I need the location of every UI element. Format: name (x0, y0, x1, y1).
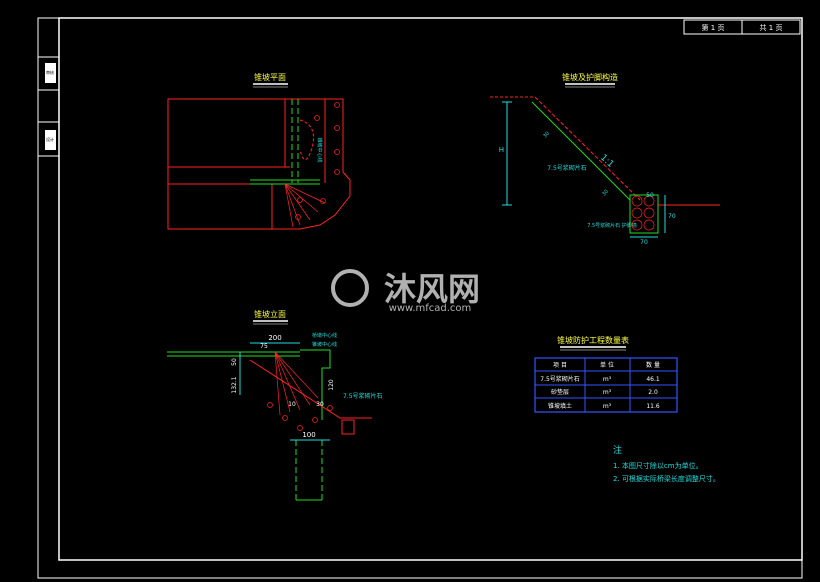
elevation-view-title: 锥坡立面 (254, 309, 286, 319)
elevation-dim-10: 10 (288, 401, 296, 408)
side-tag-2: 设计 (46, 136, 54, 142)
table-header: 项 目 (553, 362, 567, 369)
table-cell: 锥坡填土 (548, 402, 572, 410)
elevation-dim-120: 120 (328, 379, 335, 391)
plan-view: 锥坡平面 (167, 72, 351, 230)
inner-frame (58, 17, 803, 561)
table-cell: 7.5号浆砌片石 (540, 375, 580, 383)
notes-line-2: 2. 可根据实际桥梁长度调整尺寸。 (613, 474, 720, 483)
table-cell: 11.6 (646, 403, 660, 410)
watermark-brand: 沐风网 (384, 270, 480, 308)
section-dim-30-a: 30 (542, 131, 551, 140)
elevation-dim-50: 50 (231, 358, 238, 366)
plan-centerline-note: 锥坡中心线 (316, 137, 323, 162)
section-dim-30-b: 30 (601, 189, 610, 198)
plan-view-title: 锥坡平面 (254, 72, 286, 82)
elevation-callout-1: 桥墩中心线 (312, 332, 337, 339)
table-header: 数 量 (646, 361, 660, 369)
section-dim-50: 50 (646, 192, 654, 199)
elevation-dim-100: 100 (302, 431, 315, 439)
notes-line-1: 1. 本图尺寸除以cm为单位。 (613, 461, 703, 470)
side-tag-1: 审核 (46, 69, 54, 75)
section-view-title: 锥坡及护脚构造 (562, 72, 618, 82)
watermark-url: www.mfcad.com (389, 303, 472, 314)
elevation-dim-132: 132.1 (231, 376, 238, 393)
table-cell: 2.0 (648, 389, 658, 396)
sheet-number: 第 1 页 (702, 23, 725, 32)
elevation-callout-2: 锥坡中心线 (312, 341, 337, 348)
table-cell: 砂垫层 (551, 388, 569, 396)
elevation-dim-200: 200 (268, 334, 281, 342)
side-strip: 审核 设计 (38, 56, 59, 157)
elevation-dim-30: 30 (316, 401, 324, 408)
elevation-view: 锥坡立面 200 75 50 132.1 120 10 (167, 309, 383, 501)
section-view: 锥坡及护脚构造 H 1:1 7.5号浆砌片石 7.5号浆砌片石 护脚墙 50 7… (490, 72, 720, 246)
section-mortar-label: 7.5号浆砌片石 (547, 164, 587, 172)
quantity-table-title: 锥坡防护工程数量表 (557, 335, 629, 345)
section-dim-70-v: 70 (668, 213, 676, 220)
sheet-title-block: 第 1 页 共 1 页 (683, 19, 801, 35)
section-dim-70-h: 70 (640, 239, 648, 246)
table-cell: m³ (603, 389, 612, 396)
table-cell: 46.1 (646, 376, 660, 383)
section-toe-label: 7.5号浆砌片石 护脚墙 (587, 222, 637, 229)
table-header: 单 位 (600, 361, 614, 369)
table-cell: m³ (603, 403, 612, 410)
table-cell: m³ (603, 376, 612, 383)
elevation-dim-75: 75 (260, 343, 268, 350)
notes: 注 1. 本图尺寸除以cm为单位。 2. 可根据实际桥梁长度调整尺寸。 (613, 444, 720, 483)
watermark-logo-icon (331, 269, 369, 307)
elevation-mortar-label: 7.5号浆砌片石 (343, 392, 383, 400)
notes-heading: 注 (613, 444, 622, 456)
sheet-total: 共 1 页 (760, 23, 783, 32)
section-h-label: H (499, 146, 504, 154)
watermark: 沐风网 www.mfcad.com (331, 269, 480, 314)
quantity-table: 锥坡防护工程数量表 项 目 单 位 数 量 7.5号浆砌片石 m³ 46.1 砂… (534, 335, 678, 413)
